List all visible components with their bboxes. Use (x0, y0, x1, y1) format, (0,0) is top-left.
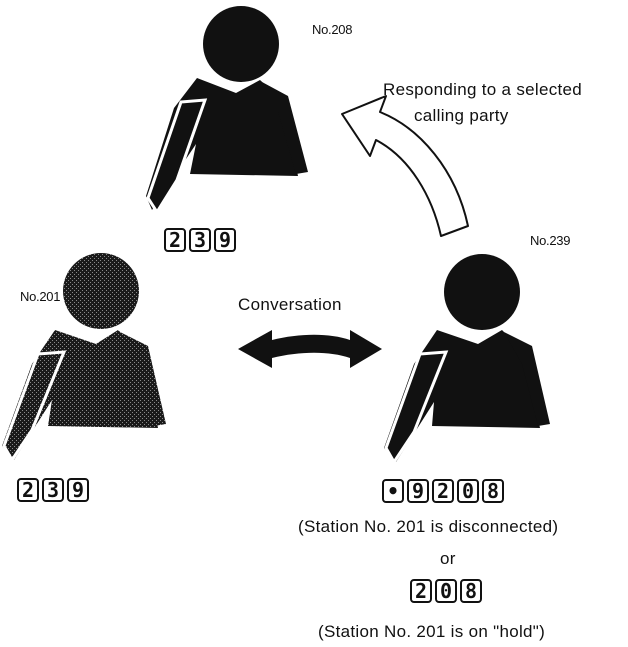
keypad-208-sequence: 2 3 9 (164, 228, 236, 252)
person-208-icon (146, 6, 308, 215)
conversation-label: Conversation (238, 295, 342, 314)
caption-hold: (Station No. 201 is on "hold") (318, 622, 546, 641)
station-208-label: No.208 (312, 22, 353, 37)
key-digit: 8 (460, 579, 482, 603)
curved-arrow (341, 95, 469, 237)
responding-label-line1: Responding to a selected (383, 80, 583, 99)
responding-label-line2: calling party (414, 106, 509, 125)
key-digit: 2 (17, 478, 39, 502)
key-digit: 2 (164, 228, 186, 252)
key-digit: 0 (435, 579, 457, 603)
keypad-239-sequence-disconnect: • 9 2 0 8 (382, 479, 504, 503)
station-239-label: No.239 (530, 233, 571, 248)
key-digit: 3 (42, 478, 64, 502)
conversation-double-arrow (238, 330, 382, 368)
key-digit: 0 (457, 479, 479, 503)
key-digit: 2 (432, 479, 454, 503)
person-201-icon (2, 253, 166, 463)
key-digit: 3 (189, 228, 211, 252)
caption-or: or (440, 549, 456, 568)
keypad-201-sequence: 2 3 9 (17, 478, 89, 502)
key-digit: 9 (407, 479, 429, 503)
station-201-label: No.201 (20, 289, 61, 304)
caption-disconnected: (Station No. 201 is disconnected) (298, 517, 559, 536)
person-239-icon (384, 254, 550, 465)
key-digit: 9 (214, 228, 236, 252)
key-digit: 8 (482, 479, 504, 503)
key-digit: 2 (410, 579, 432, 603)
key-dot: • (382, 479, 404, 503)
key-digit: 9 (67, 478, 89, 502)
keypad-239-sequence-hold: 2 0 8 (410, 579, 482, 603)
